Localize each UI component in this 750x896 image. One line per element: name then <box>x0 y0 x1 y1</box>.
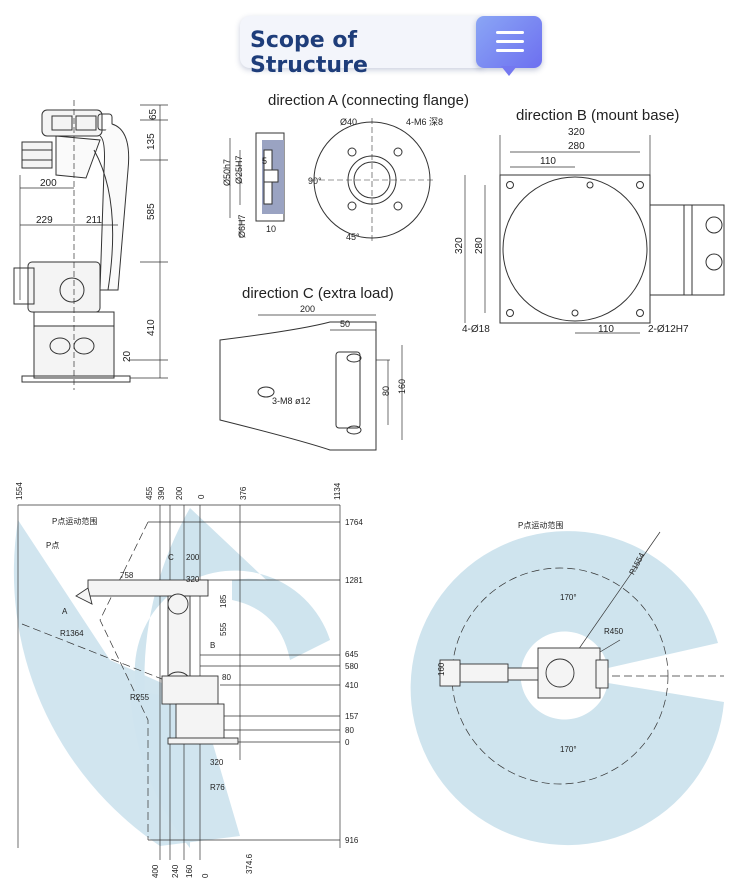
svg-text:5: 5 <box>262 156 267 166</box>
svg-text:45°: 45° <box>346 232 360 242</box>
flange-section-labels: Ø50h7 Ø25H7 Ø6H7 5 10 <box>222 155 276 238</box>
svg-text:555: 555 <box>219 622 228 636</box>
robot-side-view <box>13 100 131 390</box>
svg-text:320: 320 <box>454 237 465 254</box>
svg-text:90°: 90° <box>308 176 322 186</box>
svg-text:758: 758 <box>120 571 134 580</box>
svg-text:185: 185 <box>219 594 228 608</box>
dim-585: 585 <box>146 203 157 220</box>
svg-text:0: 0 <box>201 873 210 878</box>
svg-text:400: 400 <box>151 864 160 878</box>
dim-229: 229 <box>36 215 53 226</box>
svg-text:1281: 1281 <box>345 576 363 585</box>
svg-text:50: 50 <box>340 319 350 329</box>
svg-text:170°: 170° <box>560 745 577 754</box>
extra-load-view <box>219 314 403 451</box>
menu-button[interactable] <box>476 16 542 76</box>
svg-text:157: 157 <box>345 712 359 721</box>
side-workspace-labels: 1554 455 390 200 0 376 1134 1764 1281 64… <box>15 482 363 878</box>
svg-text:R76: R76 <box>210 783 225 792</box>
svg-text:645: 645 <box>345 650 359 659</box>
svg-text:P点运动范围: P点运动范围 <box>518 520 563 530</box>
svg-text:4-M6 深8: 4-M6 深8 <box>406 117 443 127</box>
dim-200: 200 <box>40 178 57 189</box>
robot-side-workspace <box>75 579 239 745</box>
svg-text:320: 320 <box>186 575 200 584</box>
top-reach-envelope <box>410 531 724 846</box>
svg-text:170°: 170° <box>560 593 577 602</box>
direction-b-label: direction B (mount base) <box>516 107 680 124</box>
dim-20: 20 <box>122 350 133 362</box>
flange-front-labels: Ø40 4-M6 深8 90° 45° <box>308 117 443 242</box>
svg-text:4-Ø18: 4-Ø18 <box>462 324 490 335</box>
svg-text:320: 320 <box>210 758 224 767</box>
side-view-dim-labels: 65 135 585 410 20 200 229 211 <box>36 108 159 362</box>
svg-text:80: 80 <box>381 386 391 396</box>
svg-text:200: 200 <box>175 486 184 500</box>
svg-text:390: 390 <box>157 486 166 500</box>
dim-65: 65 <box>148 108 159 120</box>
svg-text:320: 320 <box>568 127 585 138</box>
svg-text:160: 160 <box>397 379 407 394</box>
svg-text:376: 376 <box>239 486 248 500</box>
robot-top-view <box>439 647 609 699</box>
hamburger-menu-icon <box>496 31 524 34</box>
svg-text:374.6: 374.6 <box>245 853 254 874</box>
svg-text:R450: R450 <box>604 627 624 636</box>
svg-text:0: 0 <box>345 738 350 747</box>
dim-211: 211 <box>86 215 102 226</box>
svg-text:10: 10 <box>266 224 276 234</box>
direction-c-label: direction C (extra load) <box>242 285 394 302</box>
dim-135: 135 <box>146 133 157 150</box>
svg-text:A: A <box>62 607 68 616</box>
svg-text:410: 410 <box>345 681 359 690</box>
svg-text:3-M8 ø12: 3-M8 ø12 <box>272 396 311 406</box>
svg-text:1554: 1554 <box>15 482 24 500</box>
page-title: Scope of Structure <box>250 28 368 78</box>
side-reach-envelope <box>13 508 330 848</box>
svg-text:916: 916 <box>345 836 359 845</box>
svg-text:160: 160 <box>437 662 446 676</box>
svg-text:280: 280 <box>568 141 585 152</box>
header-pill: Scope of Structure <box>240 16 482 78</box>
svg-text:Ø6H7: Ø6H7 <box>237 214 247 238</box>
svg-text:1134: 1134 <box>333 482 342 500</box>
svg-text:2-Ø12H7: 2-Ø12H7 <box>648 324 689 335</box>
svg-text:160: 160 <box>185 864 194 878</box>
svg-text:580: 580 <box>345 662 359 671</box>
svg-text:Ø50h7: Ø50h7 <box>222 159 232 186</box>
dim-410: 410 <box>146 319 157 336</box>
svg-text:110: 110 <box>540 156 556 167</box>
svg-text:0: 0 <box>197 494 206 499</box>
side-view-dimensions <box>19 104 168 379</box>
svg-text:P点运动范围: P点运动范围 <box>52 516 97 526</box>
direction-a-label: direction A (connecting flange) <box>268 92 469 109</box>
svg-text:240: 240 <box>171 864 180 878</box>
flange-front-view <box>310 118 434 242</box>
svg-text:R1364: R1364 <box>60 629 84 638</box>
mount-base-view <box>464 135 725 334</box>
svg-text:80: 80 <box>345 726 354 735</box>
svg-text:80: 80 <box>222 673 231 682</box>
svg-text:P点: P点 <box>46 541 59 550</box>
svg-text:455: 455 <box>145 486 154 500</box>
svg-text:280: 280 <box>474 237 485 254</box>
section-header: Scope of Structure <box>240 16 542 78</box>
svg-text:200: 200 <box>186 553 200 562</box>
svg-text:Ø25H7: Ø25H7 <box>234 155 244 184</box>
svg-text:C: C <box>168 553 174 562</box>
svg-text:R255: R255 <box>130 693 150 702</box>
mount-base-labels: 320 280 110 320 280 4-Ø18 110 2-Ø12H7 <box>454 127 689 335</box>
svg-text:1764: 1764 <box>345 518 363 527</box>
svg-text:200: 200 <box>300 304 315 314</box>
svg-text:Ø40: Ø40 <box>340 117 357 127</box>
svg-text:B: B <box>210 641 215 650</box>
flange-section-view <box>229 132 285 238</box>
svg-text:110: 110 <box>598 324 614 335</box>
extra-load-labels: 200 50 80 160 3-M8 ø12 <box>272 304 407 406</box>
